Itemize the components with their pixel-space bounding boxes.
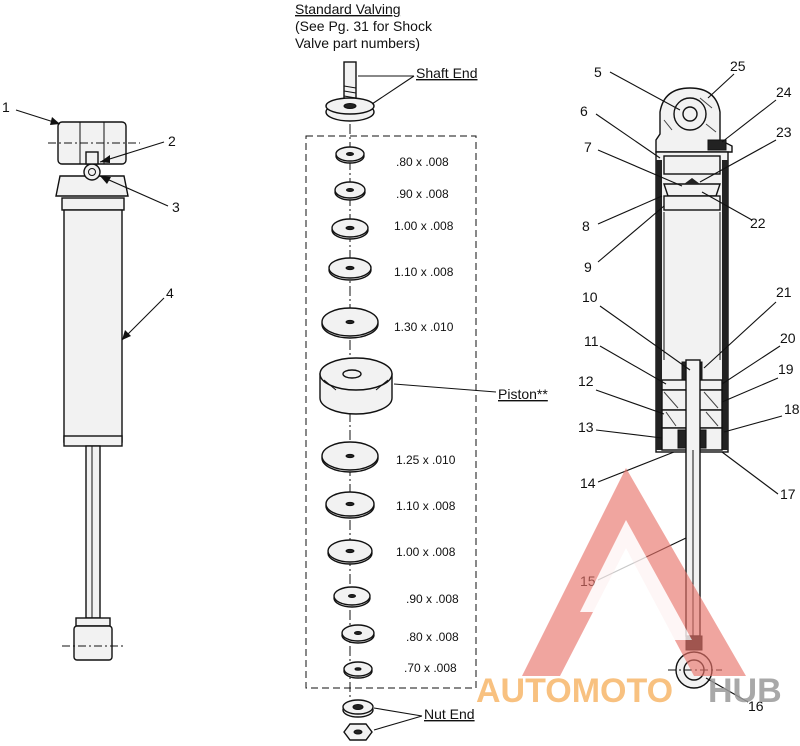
callout-8: 8 [582,218,590,234]
left-callouts: 1 2 3 4 [2,99,180,341]
washer-4 [328,257,372,281]
washer-label-3: 1.00 x .008 [394,219,454,233]
piston [319,357,393,415]
callout-4: 4 [166,285,174,301]
callout-11: 11 [584,333,599,349]
callout-13: 13 [578,419,594,435]
nut-end-label: Nut End [424,706,475,722]
callout-7: 7 [584,139,592,155]
body-bottom-seal [63,435,123,447]
callout-17: 17 [780,486,796,502]
lower-collar [75,617,111,627]
callout-20: 20 [780,330,796,346]
watermark-logo: AUTOMOTO HUB [476,468,782,710]
fill-valve [83,163,101,181]
callout-21: 21 [776,284,792,300]
valving-box [305,135,477,689]
washer-9 [333,586,371,608]
washer-11 [343,661,373,679]
callout-1: 1 [2,99,10,115]
standard-valving-title: Standard Valving [295,1,401,17]
callout-5: 5 [594,64,602,80]
callout-19: 19 [778,361,794,377]
right-callouts: 5 25 24 6 23 7 8 22 9 10 21 11 20 19 12 … [578,58,800,714]
watermark-text-automoto: AUTOMOTO [476,672,673,710]
nut-end-nut [343,723,373,741]
callout-2: 2 [168,133,176,149]
washer-label-1: .80 x .008 [396,155,449,169]
valving-stack: Standard Valving (See Pg. 31 for Shock V… [295,1,548,741]
callout-16: 16 [748,698,764,714]
callout-24: 24 [776,84,792,100]
washer-label-7: 1.10 x .008 [396,499,456,513]
valve-stem [85,151,99,165]
washer-8 [327,539,373,565]
shock-body [63,209,123,443]
shock-exterior-view [48,121,140,661]
washer-5 [321,307,379,339]
shock-cross-section [655,87,733,689]
callout-14: 14 [580,475,596,491]
piston-label: Piston** [498,386,548,402]
callout-25: 25 [730,58,746,74]
floating-piston [663,195,721,211]
callout-9: 9 [584,259,592,275]
washer-1 [335,146,365,164]
washer-label-4: 1.10 x .008 [394,265,454,279]
floating-piston-seal [663,183,721,197]
lower-eye [73,625,113,661]
callout-10: 10 [582,289,598,305]
nut-end-washer [342,699,374,718]
washer-7 [325,491,375,519]
washer-label-2: .90 x .008 [396,187,449,201]
standard-valving-note-1: (See Pg. 31 for Shock [295,18,433,34]
standard-valving-note-2: Valve part numbers) [295,35,420,51]
washer-2 [334,181,366,201]
washer-6 [321,441,379,473]
washer-10 [341,624,375,644]
washer-label-10: .80 x .008 [406,630,459,644]
washer-label-8: 1.00 x .008 [396,545,456,559]
shaft-end-label: Shaft End [416,65,478,81]
washer-label-9: .90 x .008 [406,592,459,606]
fill-valve-section [707,139,727,151]
washer-label-5: 1.30 x .010 [394,320,454,334]
callout-3: 3 [172,199,180,215]
watermark-text-hub: HUB [708,672,782,710]
washer-label-11: .70 x .008 [404,661,457,675]
callout-23: 23 [776,124,792,140]
washer-label-6: 1.25 x .010 [396,453,456,467]
shock-shaft [85,445,101,619]
callout-18: 18 [784,401,800,417]
callout-12: 12 [578,373,594,389]
body-collar [61,197,125,211]
washer-3 [331,218,369,240]
callout-6: 6 [580,103,588,119]
callout-22: 22 [750,215,766,231]
